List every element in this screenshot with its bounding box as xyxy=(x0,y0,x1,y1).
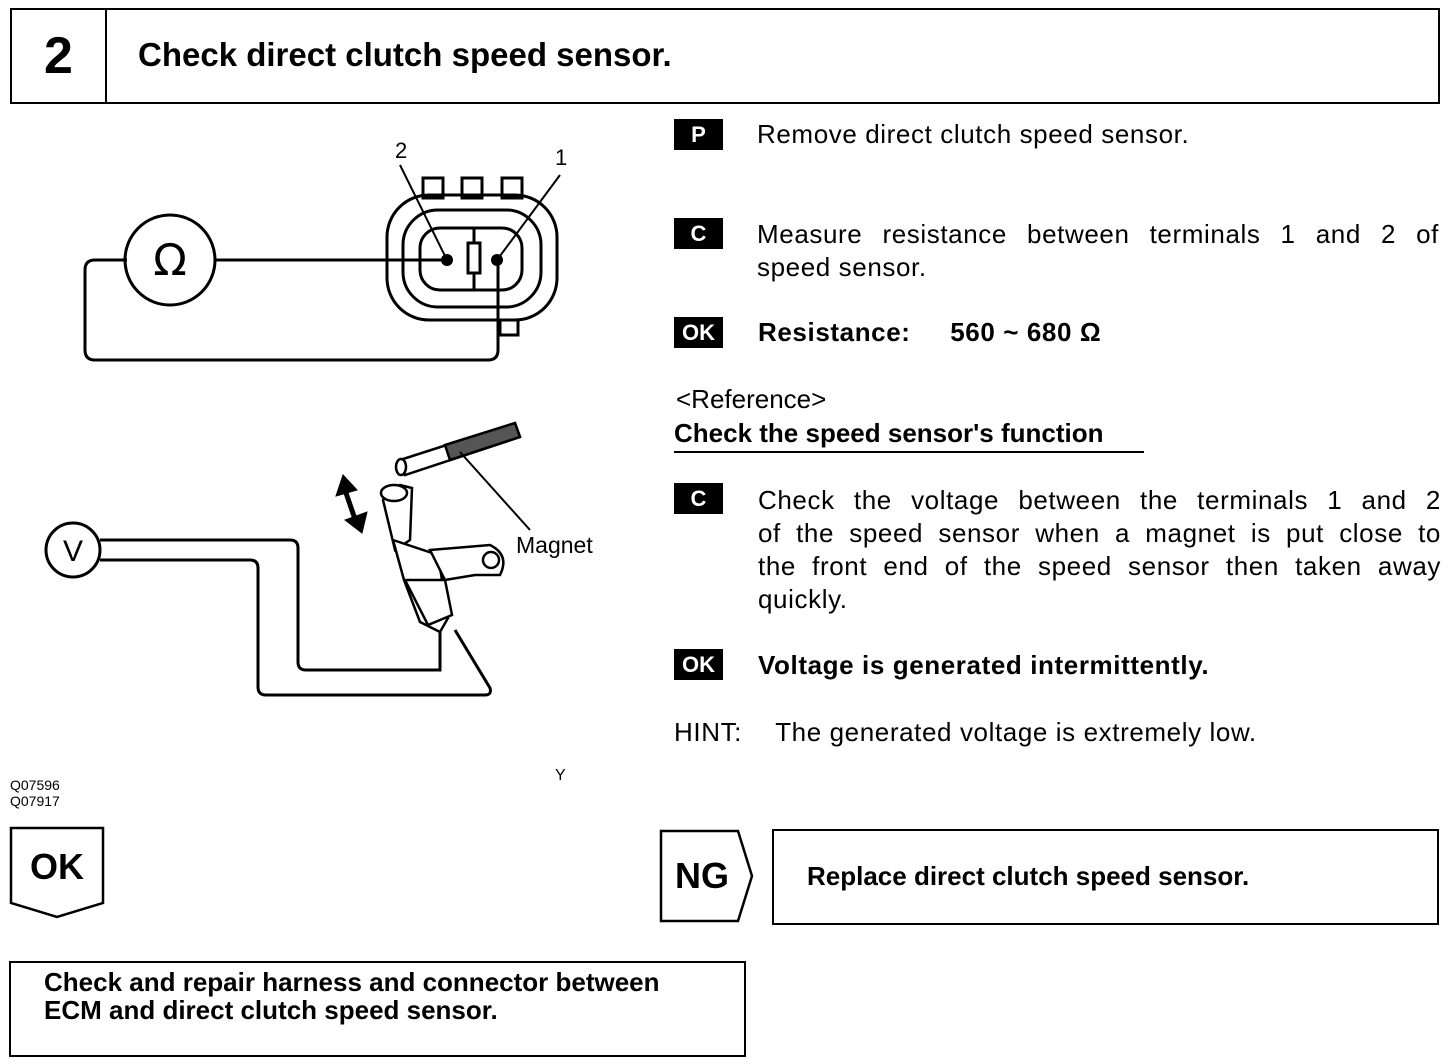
reference-subtitle: Check the speed sensor's function xyxy=(674,418,1144,453)
ng-flow-label: NG xyxy=(675,855,729,896)
ok-flow-label: OK xyxy=(30,846,84,887)
step-number: 2 xyxy=(12,10,107,102)
terminal-2-label: 2 xyxy=(395,138,407,163)
figure-code: Q07596 xyxy=(10,777,60,793)
movement-arrow-icon xyxy=(335,474,368,534)
voltmeter-icon xyxy=(44,521,102,579)
speed-sensor-icon xyxy=(379,483,505,634)
voltage-result: Voltage is generated intermittently. xyxy=(758,650,1210,680)
ok-flow-arrow: OK xyxy=(9,826,105,919)
hint-text: The generated voltage is extremely low. xyxy=(775,717,1257,747)
volt-symbol: V xyxy=(63,535,83,568)
figure-codes: Q07596 Q07917 xyxy=(10,777,60,809)
measure-resistance-text: Measure resistance between terminals 1 a… xyxy=(757,219,1439,282)
badge-ok: OK xyxy=(674,649,723,680)
remove-sensor-text: Remove direct clutch speed sensor. xyxy=(757,119,1190,149)
resistance-label: Resistance: xyxy=(758,317,911,347)
reference-title: <Reference> xyxy=(676,384,827,414)
badge-p: P xyxy=(674,119,723,150)
ok-action-box: Check and repair harness and connector b… xyxy=(9,961,746,1057)
ok-action-text: Check and repair harness and connector b… xyxy=(44,967,660,1025)
resistance-spec: Resistance: 560 ~ 680 Ω xyxy=(758,316,1101,349)
step-header: 2 Check direct clutch speed sensor. xyxy=(10,8,1440,104)
badge-ok: OK xyxy=(674,317,723,348)
resistance-value: 560 ~ 680 Ω xyxy=(950,317,1102,347)
ohm-symbol: Ω xyxy=(153,235,187,286)
figure-code: Q07917 xyxy=(10,793,60,809)
ohmmeter-circuit xyxy=(83,213,500,362)
hint: HINT: The generated voltage is extremely… xyxy=(674,716,1257,749)
function-check-text: Check the voltage between the terminals … xyxy=(758,485,1441,614)
magnet-label: Magnet xyxy=(516,532,593,558)
ng-flow-arrow: NG xyxy=(659,829,754,923)
badge-c: C xyxy=(674,483,723,514)
magnet-icon xyxy=(394,421,522,477)
terminal-1-label: 1 xyxy=(555,145,567,170)
y-mark: Y xyxy=(555,767,566,784)
ng-action-box: Replace direct clutch speed sensor. xyxy=(772,829,1439,925)
connector-icon xyxy=(385,176,559,337)
badge-c: C xyxy=(674,218,723,249)
sensor-diagram: Ω 2 1 V Magnet xyxy=(44,138,593,784)
ng-action-text: Replace direct clutch speed sensor. xyxy=(807,861,1250,891)
hint-label: HINT: xyxy=(674,717,742,747)
voltmeter-circuit xyxy=(44,521,492,697)
step-title: Check direct clutch speed sensor. xyxy=(138,36,672,73)
